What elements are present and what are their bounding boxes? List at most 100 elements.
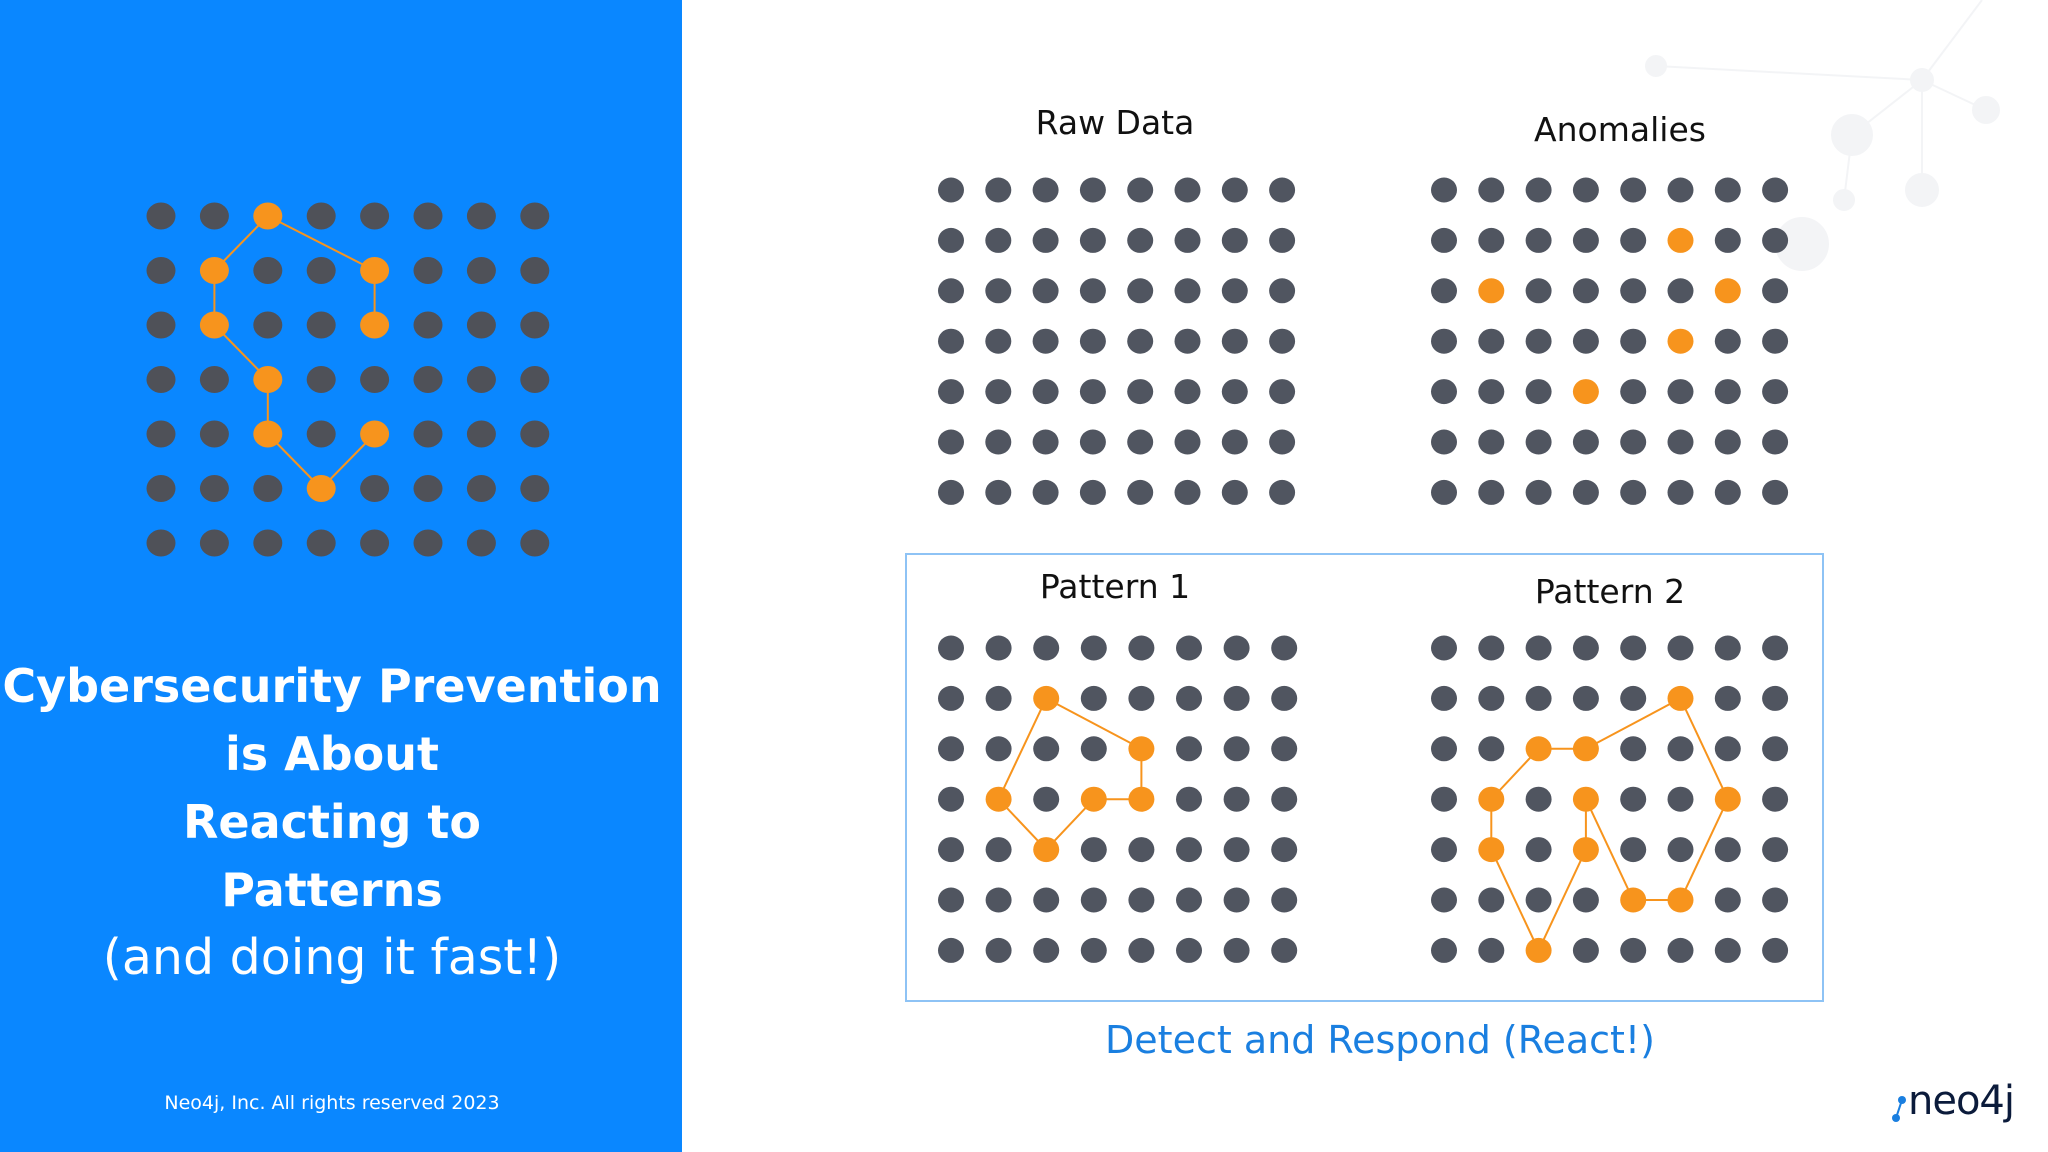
anomalies-title: Anomalies [1534, 110, 1706, 149]
headline: Cybersecurity Prevention is About Reacti… [0, 652, 664, 992]
highlighted-node [1033, 685, 1060, 711]
grid-node [1033, 635, 1060, 661]
grid-node [1620, 635, 1647, 661]
highlighted-node [1525, 937, 1552, 963]
grid-node [1478, 429, 1505, 455]
grid-node [1271, 937, 1298, 963]
grid-node [1176, 685, 1202, 711]
grid-node [1033, 887, 1060, 913]
grid-node [985, 379, 1012, 405]
grid-node [520, 529, 550, 557]
grid-node [1620, 328, 1647, 354]
grid-node [1762, 328, 1789, 354]
grid-node [985, 937, 1012, 963]
grid-node [1572, 937, 1599, 963]
grid-node [253, 529, 283, 557]
grid-node [1620, 227, 1647, 253]
grid-node [1128, 887, 1155, 913]
headline-line: is About [224, 727, 440, 781]
grid-node [938, 479, 964, 505]
background-network-decoration [1645, 0, 2000, 271]
headline-line: Patterns [221, 863, 443, 917]
grid-node [466, 311, 496, 339]
grid-node [1620, 685, 1647, 711]
grid-node [253, 257, 283, 284]
left-panel: Cybersecurity Prevention is About Reacti… [0, 0, 682, 1152]
highlighted-node [1714, 786, 1741, 812]
grid-node [1667, 736, 1694, 762]
grid-node [1079, 479, 1106, 505]
grid-node [1223, 736, 1250, 762]
grid-node [1667, 278, 1694, 304]
grid-node [1714, 479, 1741, 505]
pattern-edge [1679, 798, 1729, 901]
grid-node [1176, 887, 1202, 913]
grid-node [1714, 429, 1741, 455]
highlighted-node [1572, 837, 1599, 863]
grid-node [1478, 685, 1505, 711]
grid-node [1620, 379, 1647, 405]
grid-node [1714, 937, 1741, 963]
highlighted-node [1478, 786, 1505, 812]
grid-node [1762, 786, 1789, 812]
grid-node [1525, 635, 1552, 661]
pattern-edge [1585, 697, 1681, 750]
grid-node [1431, 635, 1457, 661]
highlighted-node [1525, 736, 1552, 762]
grid-node [253, 475, 283, 502]
grid-node [1431, 937, 1457, 963]
grid-node [1525, 177, 1552, 203]
grid-node [985, 429, 1012, 455]
grid-node [1033, 786, 1060, 812]
grid-node [466, 366, 496, 393]
grid-node [1714, 328, 1741, 354]
highlighted-node [1572, 379, 1599, 405]
grid-node [1667, 429, 1694, 455]
grid-node [1032, 177, 1059, 203]
grid-node [938, 736, 964, 762]
grid-node [1221, 479, 1248, 505]
logo-dots-icon [1892, 1096, 1906, 1122]
grid-node [1174, 479, 1201, 505]
grid-node [253, 311, 283, 339]
grid-node [1128, 937, 1155, 963]
grid-node [1714, 685, 1741, 711]
grid-node [985, 635, 1012, 661]
grid-node [985, 479, 1012, 505]
grid-node [1431, 736, 1457, 762]
highlighted-node [1667, 227, 1694, 253]
headline-subline: (and doing it fast!) [102, 929, 562, 986]
grid-node [938, 786, 964, 812]
grid-node [146, 529, 176, 557]
grid-node [1572, 227, 1599, 253]
grid-node [938, 937, 964, 963]
highlighted-node [253, 420, 283, 448]
grid-node [1221, 379, 1248, 405]
headline-line: Reacting to [183, 795, 481, 849]
grid-node [1223, 635, 1250, 661]
grid-node [1478, 937, 1505, 963]
grid-node [1269, 177, 1296, 203]
grid-node [1431, 786, 1457, 812]
pattern-edge [267, 215, 376, 272]
grid-node [1478, 328, 1505, 354]
grid-node [1431, 685, 1457, 711]
grid-node [1667, 177, 1694, 203]
grid-node [1667, 837, 1694, 863]
grid-node [1128, 685, 1155, 711]
grid-node [1033, 736, 1060, 762]
grid-node [1714, 379, 1741, 405]
grid-node [413, 202, 443, 230]
highlighted-node [1620, 887, 1647, 913]
grid-node [1762, 736, 1789, 762]
pattern1-title: Pattern 1 [1039, 567, 1191, 606]
grid-node [1080, 887, 1107, 913]
grid-node [1127, 429, 1154, 455]
pattern-frame [905, 553, 1824, 1002]
grid-node [1271, 736, 1298, 762]
grid-node [1431, 479, 1457, 505]
grid-node [1223, 837, 1250, 863]
grid-node [1080, 736, 1107, 762]
grid-node [1174, 278, 1201, 304]
grid-node [146, 366, 176, 393]
